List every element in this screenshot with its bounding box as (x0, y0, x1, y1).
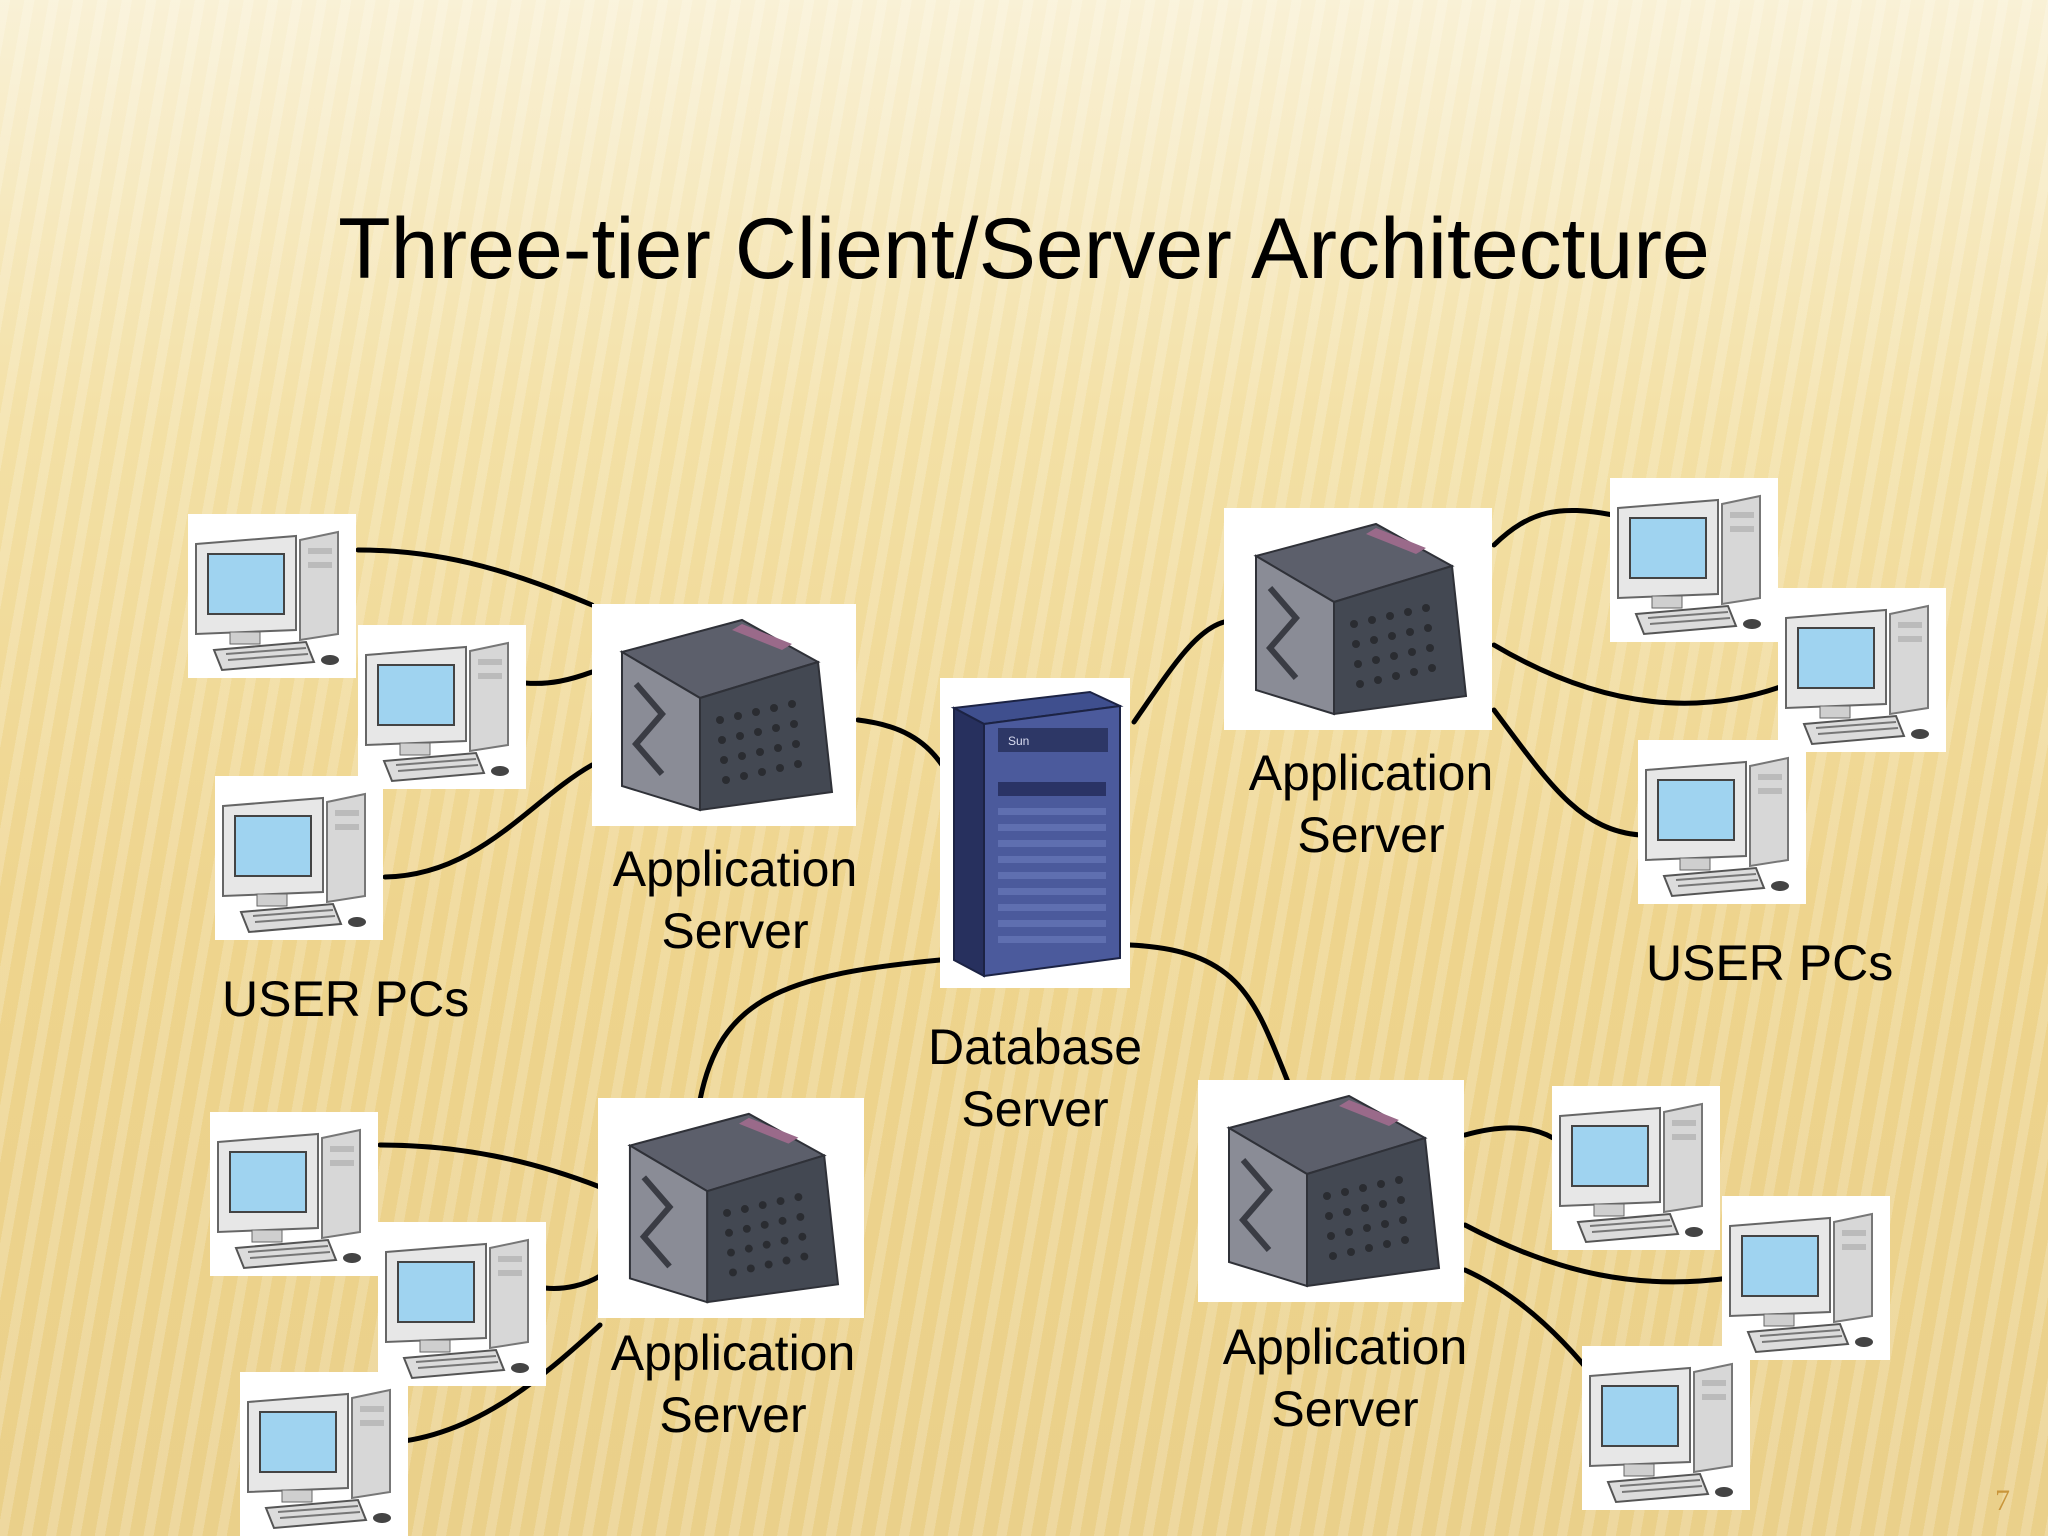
slide-title: Three-tier Client/Server Architecture (338, 201, 1710, 297)
label-line: Application (610, 1325, 856, 1381)
desktop-computer-icon (1617, 494, 1761, 636)
desktop-computer-icon (1785, 604, 1929, 746)
user-pc (1638, 740, 1806, 904)
application-server-icon (1253, 522, 1468, 716)
application-server-label: Application Server (590, 838, 880, 962)
user-pc (188, 514, 356, 678)
application-server-label: Application Server (1200, 1316, 1490, 1440)
desktop-computer-icon (195, 530, 339, 672)
user-pcs-label: USER PCs (1646, 935, 1894, 991)
svg-text:Sun: Sun (1008, 734, 1029, 748)
user-pc (378, 1222, 546, 1386)
database-server: Sun (940, 678, 1130, 988)
database-server-label: Database Server (900, 1016, 1170, 1140)
desktop-computer-icon (247, 1388, 391, 1530)
desktop-computer-icon (1559, 1102, 1703, 1244)
application-server-icon (619, 618, 834, 812)
user-pc (358, 625, 526, 789)
desktop-computer-icon (217, 1128, 361, 1270)
desktop-computer-icon (385, 1238, 529, 1380)
user-pc (210, 1112, 378, 1276)
application-server-label: Application Server (588, 1322, 878, 1446)
database-server-tower-icon: Sun (950, 690, 1124, 978)
user-pc (1722, 1196, 1890, 1360)
user-pc (1552, 1086, 1720, 1250)
user-pc (240, 1372, 408, 1536)
application-server (1198, 1080, 1464, 1302)
label-line: Server (661, 903, 809, 959)
user-pc (215, 776, 383, 940)
user-pc (1610, 478, 1778, 642)
desktop-computer-icon (1729, 1212, 1873, 1354)
desktop-computer-icon (1589, 1362, 1733, 1504)
label-line: Application (1248, 745, 1494, 801)
label-line: Server (1297, 807, 1445, 863)
label-line: Application (612, 841, 858, 897)
page-number: 7 (1995, 1484, 2010, 1517)
label-line: Server (961, 1081, 1109, 1137)
label-line: Application (1222, 1319, 1468, 1375)
user-pcs-label: USER PCs (222, 971, 470, 1027)
desktop-computer-icon (1645, 756, 1789, 898)
application-server-icon (1226, 1094, 1441, 1288)
desktop-computer-icon (365, 641, 509, 783)
application-server (1224, 508, 1492, 730)
user-pc (1582, 1346, 1750, 1510)
label-line: Server (1271, 1381, 1419, 1437)
desktop-computer-icon (222, 792, 366, 934)
application-server-label: Application Server (1226, 742, 1516, 866)
user-pc (1778, 588, 1946, 752)
application-server-icon (627, 1112, 840, 1304)
label-line: Server (659, 1387, 807, 1443)
application-server (592, 604, 856, 826)
label-line: Database (927, 1019, 1143, 1075)
application-server (598, 1098, 864, 1318)
